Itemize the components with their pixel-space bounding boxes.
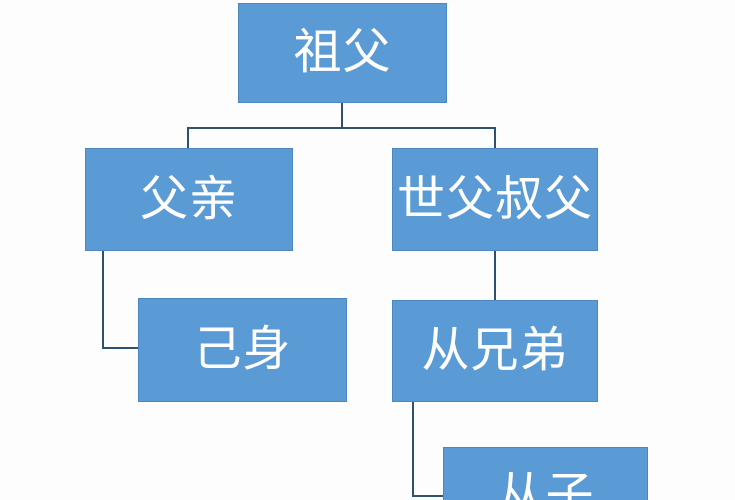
connector-father-self-elbow — [102, 347, 139, 349]
node-self-label: 己身 — [193, 323, 292, 376]
node-uncles-label: 世父叔父 — [396, 172, 593, 226]
connector-father-self-vertical — [102, 250, 104, 349]
node-grandfather: 祖父 — [238, 3, 447, 103]
node-grandfather-label: 祖父 — [293, 26, 392, 79]
node-uncles: 世父叔父 — [392, 148, 598, 251]
node-cousins: 从兄弟 — [392, 300, 598, 402]
connector-uncles-cousins — [494, 250, 496, 301]
connector-children-rail — [187, 127, 496, 129]
node-self: 己身 — [138, 298, 347, 402]
connector-cousins-nephew-elbow — [412, 495, 444, 497]
connector-grandfather-down — [341, 101, 343, 128]
node-nephew-label: 从子 — [496, 469, 595, 500]
node-father: 父亲 — [85, 148, 293, 251]
node-cousins-label: 从兄弟 — [421, 324, 569, 377]
connector-uncles-stub — [494, 127, 496, 150]
connector-cousins-nephew-vertical — [412, 400, 414, 497]
node-father-label: 父亲 — [139, 172, 238, 226]
connector-father-stub — [187, 127, 189, 149]
node-nephew: 从子 — [443, 447, 648, 500]
